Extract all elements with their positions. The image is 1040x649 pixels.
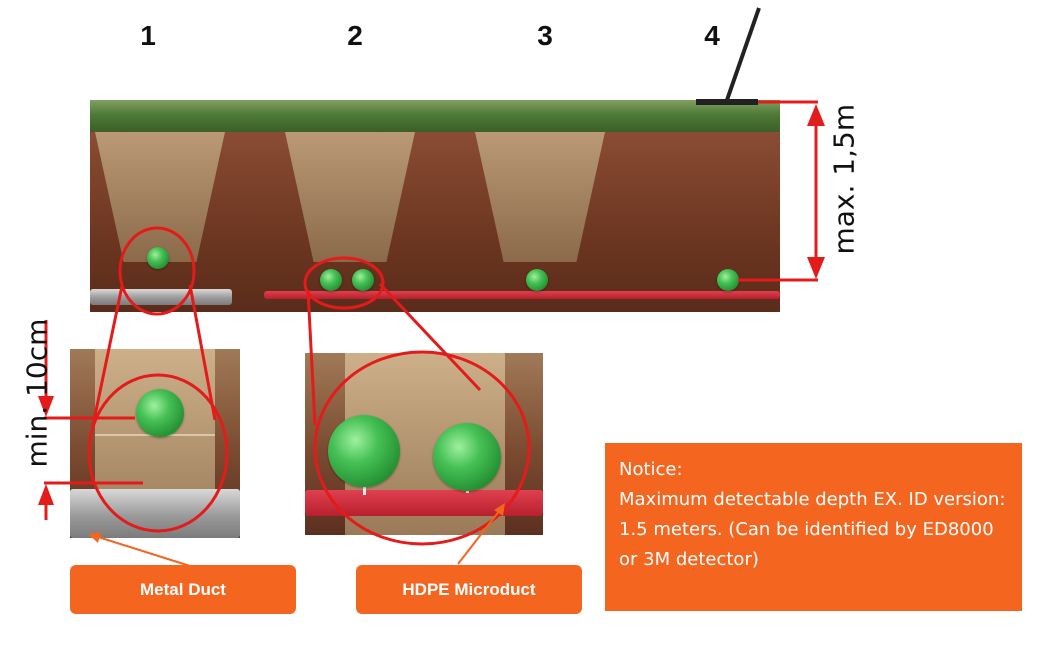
column-number-2: 2 xyxy=(347,20,363,51)
ball-marker-icon xyxy=(352,269,374,291)
ball-marker-icon xyxy=(320,269,342,291)
notice-body: Maximum detectable depth EX. ID version:… xyxy=(619,489,1012,570)
ball-marker-icon xyxy=(328,415,400,487)
ball-marker-icon xyxy=(147,247,169,269)
min-depth-label: min. 10cm xyxy=(20,318,54,468)
ground-cross-section xyxy=(90,100,780,312)
grass-layer xyxy=(90,100,780,132)
metal-duct-inset xyxy=(70,349,240,538)
locator-wand-icon xyxy=(725,7,761,101)
max-depth-label: max. 1,5m xyxy=(827,103,861,255)
ball-marker-icon xyxy=(136,389,184,437)
ball-marker-icon xyxy=(526,269,548,291)
notice-box: Notice: Maximum detectable depth EX. ID … xyxy=(605,443,1022,611)
locator-wand-icon xyxy=(696,99,758,105)
column-number-4: 4 xyxy=(704,20,720,51)
hdpe-microduct xyxy=(264,291,780,299)
ball-marker-icon xyxy=(717,269,739,291)
column-number-3: 3 xyxy=(537,20,553,51)
metal-duct-label: Metal Duct xyxy=(70,565,296,614)
ball-marker-icon xyxy=(433,423,501,491)
notice-title: Notice: xyxy=(619,459,683,480)
column-number-1: 1 xyxy=(140,20,156,51)
hdpe-microduct-label: HDPE Microduct xyxy=(356,565,582,614)
